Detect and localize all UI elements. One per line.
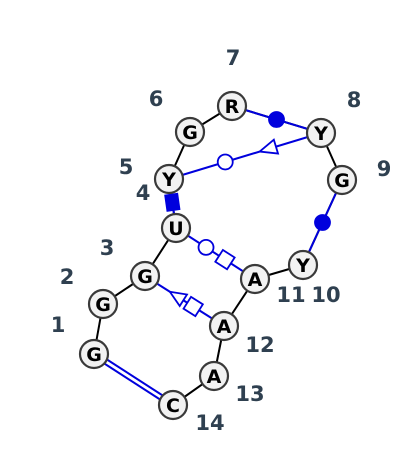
nucleotide-3: G	[129, 260, 161, 292]
interaction-9-10-dot-symbol	[314, 214, 331, 231]
nucleotide-base: Y	[313, 123, 328, 145]
nucleotide-circle	[129, 260, 161, 292]
nucleotide-base: Y	[161, 169, 176, 191]
nucleotide-base: A	[207, 366, 222, 388]
interaction-3-12-square-symbol	[182, 295, 205, 318]
nucleotide-circle	[78, 338, 110, 370]
nucleotide-base: R	[225, 96, 240, 118]
interaction-3-12-triangle-symbol	[167, 290, 189, 308]
nucleotide-circle	[160, 212, 192, 244]
nucleotide-4: U	[160, 212, 192, 244]
nucleotide-base: G	[334, 170, 350, 192]
nucleotide-5: Y	[153, 163, 185, 195]
interaction-5-8-line	[168, 132, 322, 180]
interaction-5-8-triangle-symbol	[257, 138, 280, 155]
position-label-13: 13	[235, 382, 264, 406]
nucleotide-13: A	[198, 360, 230, 392]
nucleotide-2: G	[87, 288, 119, 320]
nucleotide-base: Y	[295, 255, 310, 277]
interaction-1-14-line-b	[94, 351, 175, 404]
nucleotide-base: G	[86, 344, 102, 366]
position-label-12: 12	[245, 333, 274, 357]
nucleotide-circle	[87, 288, 119, 320]
nucleotide-circle	[174, 116, 206, 148]
nucleotide-base: G	[182, 122, 198, 144]
nucleotide-circle	[153, 163, 185, 195]
nucleotide-base: A	[248, 269, 263, 291]
nucleotide-8: Y	[305, 117, 337, 149]
position-label-6: 6	[149, 87, 164, 111]
position-label-14: 14	[195, 411, 224, 435]
interaction-4-11-circle-symbol	[197, 238, 215, 256]
position-label-1: 1	[51, 313, 66, 337]
position-label-5: 5	[119, 155, 134, 179]
interaction-4-5-stack-symbol	[164, 192, 181, 212]
nucleotide-circle	[198, 360, 230, 392]
nucleotide-1: G	[78, 338, 110, 370]
nucleotide-11: A	[239, 263, 271, 295]
position-label-7: 7	[226, 46, 241, 70]
nucleotide-14: C	[157, 389, 189, 421]
nucleotide-base: C	[166, 395, 180, 417]
nucleotide-circle	[287, 249, 319, 281]
nucleotide-base: A	[217, 316, 232, 338]
nucleotide-6: G	[174, 116, 206, 148]
position-label-10: 10	[311, 283, 340, 307]
interaction-4-11-square-symbol	[214, 248, 236, 271]
nucleotide-circle	[239, 263, 271, 295]
position-label-2: 2	[60, 265, 75, 289]
interaction-7-8-dot-symbol	[268, 111, 285, 128]
node-layer: G G G U Y G R Y G Y A A A C	[78, 90, 358, 421]
interaction-layer	[92, 105, 343, 408]
position-label-4: 4	[136, 181, 151, 205]
nucleotide-12: A	[208, 310, 240, 342]
nucleotide-circle	[305, 117, 337, 149]
interaction-5-8-circle-symbol	[216, 153, 234, 171]
interaction-1-14-line-a	[92, 355, 173, 408]
nucleotide-base: G	[137, 266, 153, 288]
nucleotide-10: Y	[287, 249, 319, 281]
position-label-11: 11	[276, 283, 305, 307]
nucleotide-circle	[208, 310, 240, 342]
interaction-4-11-line	[175, 227, 256, 280]
nucleotide-base: U	[168, 218, 183, 240]
position-label-3: 3	[100, 236, 115, 260]
nucleotide-9: G	[326, 164, 358, 196]
interaction-3-12-line	[144, 275, 225, 327]
position-label-9: 9	[377, 157, 392, 181]
nucleotide-base: G	[95, 294, 111, 316]
nucleotide-7: R	[216, 90, 248, 122]
nucleotide-circle	[216, 90, 248, 122]
nucleotide-circle	[157, 389, 189, 421]
position-label-8: 8	[347, 88, 362, 112]
nucleotide-circle	[326, 164, 358, 196]
